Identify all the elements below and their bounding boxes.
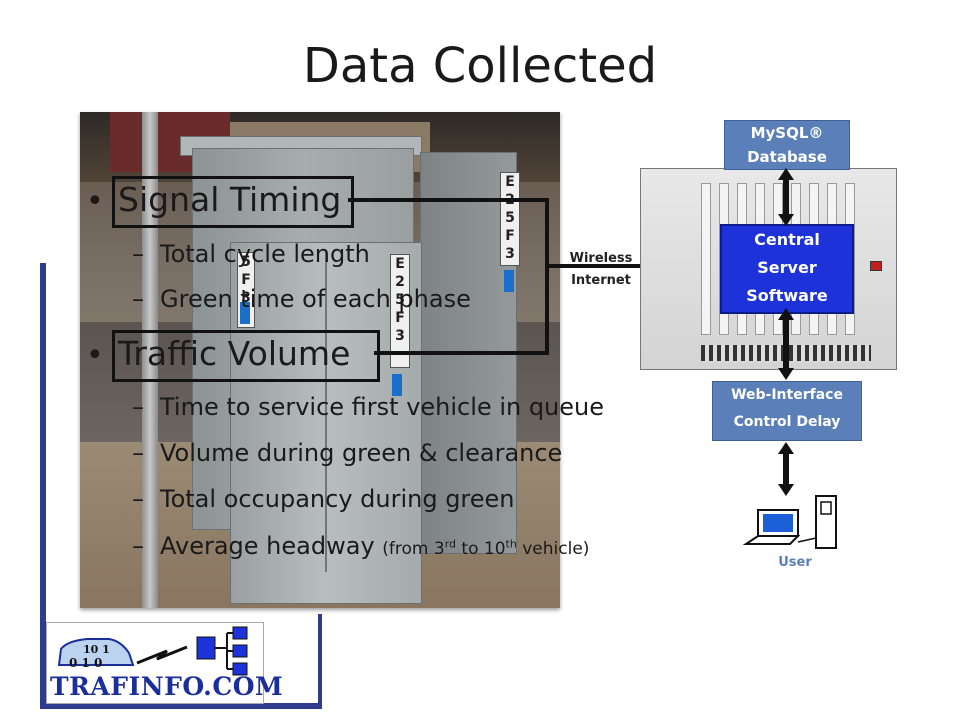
sub-bullet-headway: Average headway (from 3rd to 10th vehicl… bbox=[160, 532, 589, 560]
sub-bullet-dash: – bbox=[132, 485, 144, 513]
central-server-software-box: Central Server Software bbox=[720, 224, 854, 314]
logo-digits-bottom: 0 1 0 bbox=[69, 656, 102, 670]
frame-right-line bbox=[318, 614, 322, 709]
connector-line-bottom bbox=[374, 351, 549, 355]
wireless-internet-label: Wireless Internet bbox=[569, 251, 633, 288]
sub-bullet-dash: – bbox=[132, 285, 144, 313]
web-arrow-head-down bbox=[778, 368, 794, 380]
frame-left-line bbox=[40, 263, 46, 707]
db-arrow-head-down bbox=[778, 214, 794, 226]
bullet-dot: • bbox=[86, 338, 104, 373]
headway-detail: (from 3rd to 10th vehicle) bbox=[382, 537, 590, 559]
cabinet-decal-blue-2 bbox=[240, 302, 250, 324]
sub-bullet-service-time: Time to service first vehicle in queue bbox=[160, 393, 605, 421]
user-computer-icon bbox=[742, 495, 837, 549]
server-arrow-head-up bbox=[778, 308, 794, 320]
headway-main: Average headway bbox=[160, 532, 375, 560]
bullet-traffic-volume: Traffic Volume bbox=[118, 334, 351, 373]
bullet-signal-timing: Signal Timing bbox=[118, 180, 342, 219]
cabinet-decal-blue-1 bbox=[504, 270, 514, 292]
photo-pole bbox=[142, 112, 158, 608]
sub-bullet-green-time: Green time of each phase bbox=[160, 285, 471, 313]
cabinet-door-seam bbox=[325, 252, 327, 572]
user-label: User bbox=[778, 555, 812, 570]
sub-bullet-volume: Volume during green & clearance bbox=[160, 439, 563, 467]
web-user-arrow-line bbox=[783, 452, 789, 488]
frame-bottom-line bbox=[40, 703, 322, 709]
sub-bullet-dash: – bbox=[132, 439, 144, 467]
connector-line-top bbox=[348, 198, 548, 202]
sub-bullet-cycle-length: Total cycle length bbox=[160, 240, 370, 268]
web-arrow-head-up bbox=[778, 442, 794, 454]
sub-bullet-dash: – bbox=[132, 532, 144, 560]
mysql-database-box: MySQL® Database bbox=[724, 120, 850, 170]
user-arrow-head-down bbox=[778, 484, 794, 496]
logo-digits-top: 10 1 bbox=[83, 643, 110, 656]
db-arrow-head-up bbox=[778, 168, 794, 180]
server-web-arrow-line bbox=[783, 318, 789, 372]
bullet-dot: • bbox=[86, 184, 104, 219]
sub-bullet-dash: – bbox=[132, 393, 144, 421]
web-interface-box: Web-Interface Control Delay bbox=[712, 381, 862, 441]
signal-timing-highlight-box bbox=[112, 176, 354, 228]
connector-line-vertical bbox=[545, 198, 549, 354]
cabinet-decal-blue-3 bbox=[392, 374, 402, 396]
sub-bullet-occupancy: Total occupancy during green bbox=[160, 485, 515, 513]
db-server-arrow-line bbox=[783, 180, 789, 220]
sub-bullet-dash: – bbox=[132, 240, 144, 268]
logo-graphic: 10 1 0 1 0 bbox=[57, 626, 248, 676]
traffic-volume-highlight-box bbox=[112, 330, 380, 382]
trafinfo-logo: 10 1 0 1 0 bbox=[46, 622, 264, 704]
wireless-arrow-line bbox=[549, 264, 709, 268]
slide-title: Data Collected bbox=[302, 38, 658, 94]
logo-text: TRAFINFO.COM bbox=[50, 672, 284, 701]
rack-indicator-led bbox=[870, 261, 882, 271]
rack-slot bbox=[701, 183, 711, 335]
